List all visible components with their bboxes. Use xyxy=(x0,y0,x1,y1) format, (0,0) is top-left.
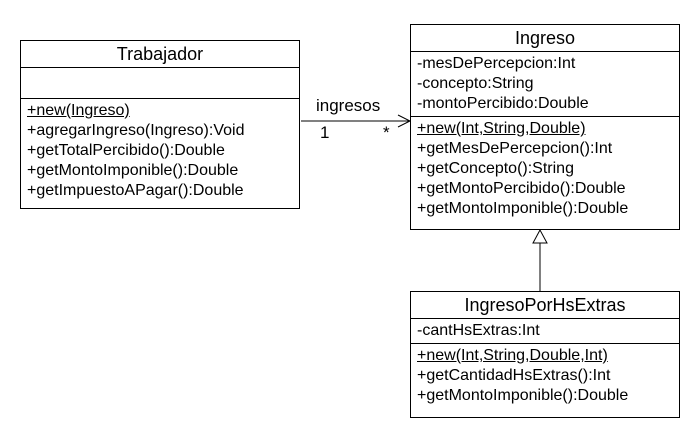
attribute: -cantHsExtras:Int xyxy=(417,322,540,339)
method: +getTotalPercibido():Double xyxy=(27,142,225,159)
methods-section: +new(Int,String,Double) +getMesDePercepci… xyxy=(411,117,679,221)
attributes-section xyxy=(21,68,299,99)
class-ingreso-por-hs-extras[interactable]: IngresoPorHsExtras -cantHsExtras:Int +ne… xyxy=(410,291,680,418)
attribute: -concepto:String xyxy=(417,75,534,92)
method: +getConcepto():String xyxy=(417,160,574,177)
association-role-label: ingresos xyxy=(316,96,381,115)
constructor: +new(Int,String,Double,Int) xyxy=(417,347,608,364)
methods-section: +new(Int,String,Double,Int) +getCantidadH… xyxy=(411,344,679,408)
class-name: Ingreso xyxy=(411,25,679,52)
constructor: +new(Int,String,Double) xyxy=(417,120,586,137)
constructor: +new(Ingreso) xyxy=(27,102,130,119)
class-name: Trabajador xyxy=(21,41,299,68)
method: +getMontoImponible():Double xyxy=(27,162,239,179)
class-ingreso[interactable]: Ingreso -mesDePercepcion:Int -concepto:St… xyxy=(410,24,680,230)
source-multiplicity-label: 1 xyxy=(320,123,330,142)
method: +getMesDePercepcion():Int xyxy=(417,140,613,157)
method: +getImpuestoAPagar():Double xyxy=(27,182,244,199)
attribute: -montoPercibido:Double xyxy=(417,95,589,112)
method: +getCantidadHsExtras():Int xyxy=(417,367,611,384)
class-name: IngresoPorHsExtras xyxy=(411,292,679,319)
attributes-section: -cantHsExtras:Int xyxy=(411,319,679,344)
method: +getMontoImponible():Double xyxy=(417,200,629,217)
class-trabajador[interactable]: Trabajador +new(Ingreso) +agregarIngreso(… xyxy=(20,40,300,209)
attribute: -mesDePercepcion:Int xyxy=(417,55,576,72)
method: +getMontoImponible():Double xyxy=(417,387,629,404)
method: +getMontoPercibido():Double xyxy=(417,180,626,197)
methods-section: +new(Ingreso) +agregarIngreso(Ingreso):Vo… xyxy=(21,99,299,203)
method: +agregarIngreso(Ingreso):Void xyxy=(27,122,245,139)
generalization-triangle xyxy=(532,228,548,244)
target-multiplicity-label: * xyxy=(383,123,390,142)
attributes-section: -mesDePercepcion:Int -concepto:String -mon… xyxy=(411,52,679,117)
